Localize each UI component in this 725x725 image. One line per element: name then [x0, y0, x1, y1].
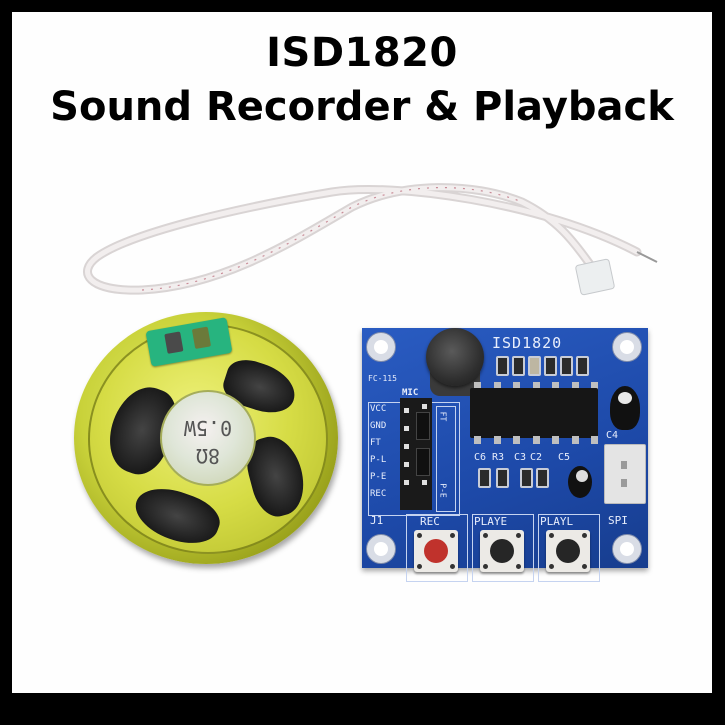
c4-label: C4: [606, 430, 619, 441]
rec-button[interactable]: [414, 530, 458, 572]
product-title-description: Sound Recorder & Playback: [50, 84, 674, 130]
pin-label-rec: REC: [370, 489, 387, 499]
c2-label: C2: [530, 452, 543, 463]
mounting-hole: [366, 534, 396, 564]
playl-button-label: PLAYL: [540, 515, 574, 528]
j1-label: J1: [370, 514, 384, 527]
pin-header: [400, 398, 432, 510]
jumper-label-pe: P-E: [438, 483, 448, 498]
playl-button[interactable]: [546, 530, 590, 572]
playe-button[interactable]: [480, 530, 524, 572]
product-image-panel: ISD1820 Sound Recorder & Playback 0.5W 8…: [12, 12, 712, 693]
pin-label-gnd: GND: [370, 421, 387, 431]
mounting-hole: [366, 332, 396, 362]
c6-label: C6: [474, 452, 487, 463]
wire-cable: [83, 183, 658, 296]
microphone: [426, 328, 484, 386]
speaker-power-rating: 0.5W: [183, 416, 233, 440]
jumper-ft[interactable]: [416, 412, 430, 440]
model-silkscreen-label: FC-115: [368, 374, 397, 383]
chip-silkscreen-label: ISD1820: [492, 334, 563, 352]
pin-label-pl: P-L: [370, 455, 387, 465]
pin-label-pe: P-E: [370, 472, 387, 482]
mic-silkscreen-label: MIC: [402, 388, 419, 398]
rec-button-label: REC: [420, 515, 440, 528]
spi-label: SPI: [608, 514, 628, 527]
mounting-hole: [612, 332, 642, 362]
product-title-model: ISD1820: [266, 30, 458, 76]
pcb-board: ISD1820 FC-115 MIC C6 R3 C3 C2 C5 C4: [362, 328, 648, 582]
playe-button-label: PLAYE: [474, 515, 508, 528]
speaker-rim: 0.5W 8Ω: [74, 312, 338, 564]
speaker: 0.5W 8Ω: [74, 312, 342, 570]
jumper-label-ft: FT: [438, 411, 448, 422]
pin-label-vcc: VCC: [370, 404, 387, 414]
mounting-hole: [612, 534, 642, 564]
speaker-impedance-rating: 8Ω: [195, 444, 221, 468]
c3-label: C3: [514, 452, 527, 463]
electrolytic-capacitor: [610, 386, 640, 430]
small-capacitor: [568, 466, 592, 498]
speaker-connector: [604, 444, 646, 504]
speaker-magnet-cap: 0.5W 8Ω: [160, 390, 256, 486]
isd1820-chip: [470, 388, 598, 438]
c5-label: C5: [558, 452, 571, 463]
isd1820-module: ISD1820 FC-115 MIC C6 R3 C3 C2 C5 C4: [350, 316, 650, 582]
r3-label: R3: [492, 452, 505, 463]
jumper-pl[interactable]: [416, 448, 430, 476]
pin-label-ft: FT: [370, 438, 381, 448]
